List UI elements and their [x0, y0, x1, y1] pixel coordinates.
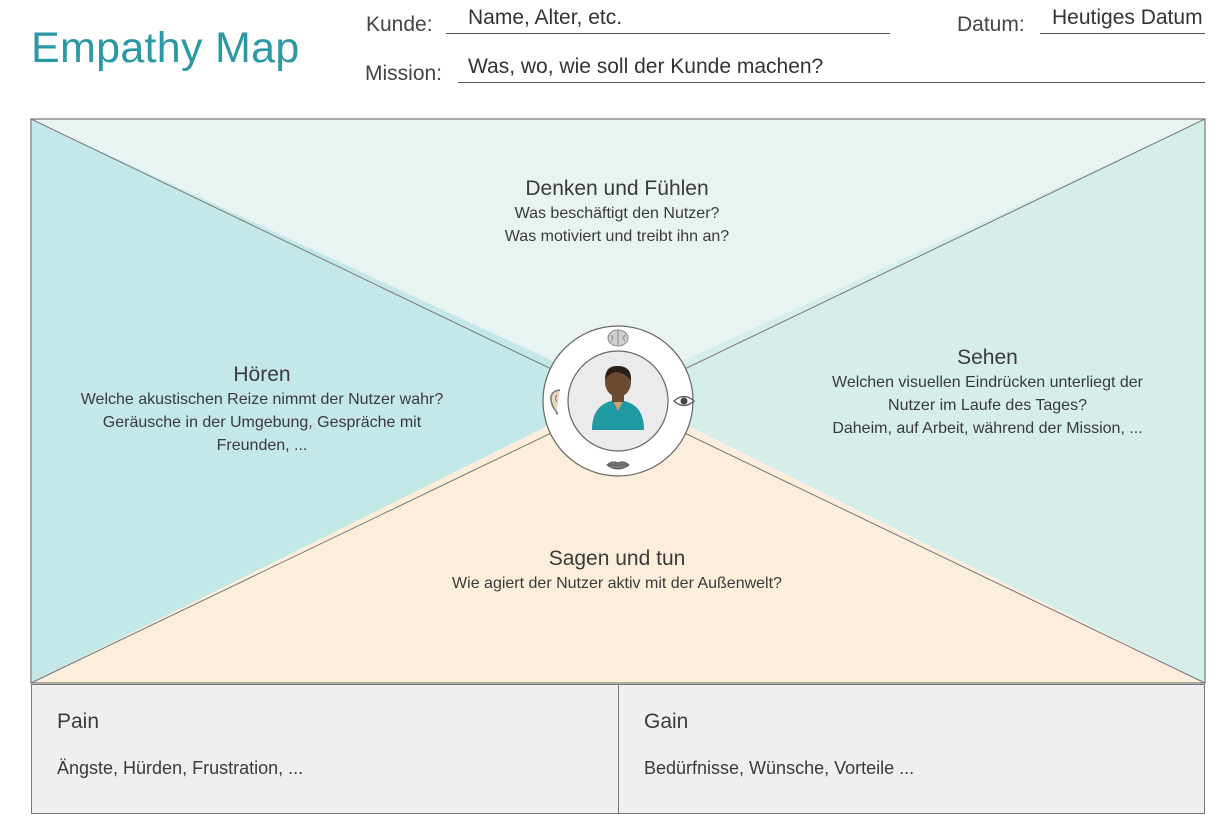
quadrant-bottom: Sagen und tun Wie agiert der Nutzer akti… [397, 546, 837, 595]
quadrant-right-line-1: Welchen visuellen Eindrücken unterliegt … [832, 374, 1143, 391]
kunde-label: Kunde: [366, 13, 433, 36]
mission-label: Mission: [365, 62, 443, 85]
gain-title: Gain [644, 710, 689, 733]
quadrant-right-shape [618, 119, 1205, 683]
quadrant-top: Denken und Fühlen Was beschäftigt den Nu… [417, 176, 817, 248]
pain-title: Pain [57, 710, 100, 733]
ear-icon [550, 389, 561, 415]
mission-line [458, 82, 1205, 83]
quadrant-bottom-line-1: Wie agiert der Nutzer aktiv mit der Auße… [452, 575, 782, 592]
gain-text: Bedürfnisse, Wünsche, Vorteile ... [644, 758, 915, 778]
quadrant-left-line-1: Welche akustischen Reize nimmt der Nutze… [80, 391, 444, 408]
quadrant-right-line-2: Nutzer im Laufe des Tages? [888, 397, 1087, 414]
datum-field[interactable]: Heutiges Datum [1052, 6, 1203, 29]
quadrant-left-line-2: Geräusche in der Umgebung, Gespräche mit [102, 414, 422, 431]
quadrant-left-line-3: Freunden, ... [216, 437, 308, 454]
quadrant-left-shape [31, 119, 618, 683]
datum-line [1040, 33, 1205, 34]
kunde-line [446, 33, 890, 34]
map-frame [30, 118, 1206, 684]
quadrant-bottom-shape [31, 391, 1205, 683]
quadrant-top-line-1: Was beschäftigt den Nutzer? [514, 205, 720, 222]
quadrant-right: Sehen Welchen visuellen Eindrücken unter… [780, 345, 1195, 440]
quadrant-right-title: Sehen [957, 346, 1018, 369]
mouth-icon [606, 461, 630, 470]
kunde-field[interactable]: Name, Alter, etc. [468, 6, 623, 29]
pain-text: Ängste, Hürden, Frustration, ... [57, 758, 304, 778]
datum-label: Datum: [957, 13, 1025, 36]
gain-box: Gain Bedürfnisse, Wünsche, Vorteile ... [618, 684, 1205, 814]
mission-field[interactable]: Was, wo, wie soll der Kunde machen? [468, 55, 824, 78]
pain-box: Pain Ängste, Hürden, Frustration, ... [31, 684, 619, 814]
brain-icon [607, 329, 629, 347]
quadrant-left: Hören Welche akustischen Reize nimmt der… [38, 362, 486, 457]
user-avatar-icon [592, 365, 644, 430]
quadrant-right-line-3: Daheim, auf Arbeit, während der Mission,… [832, 420, 1143, 437]
page-title: Empathy Map [31, 24, 300, 72]
quadrant-top-title: Denken und Fühlen [525, 177, 709, 200]
quadrant-bottom-title: Sagen und tun [548, 547, 686, 570]
quadrant-top-shape [31, 119, 1205, 391]
quadrant-left-title: Hören [233, 363, 291, 386]
quadrant-top-line-2: Was motiviert und treibt ihn an? [504, 228, 730, 245]
eye-icon [673, 395, 695, 407]
